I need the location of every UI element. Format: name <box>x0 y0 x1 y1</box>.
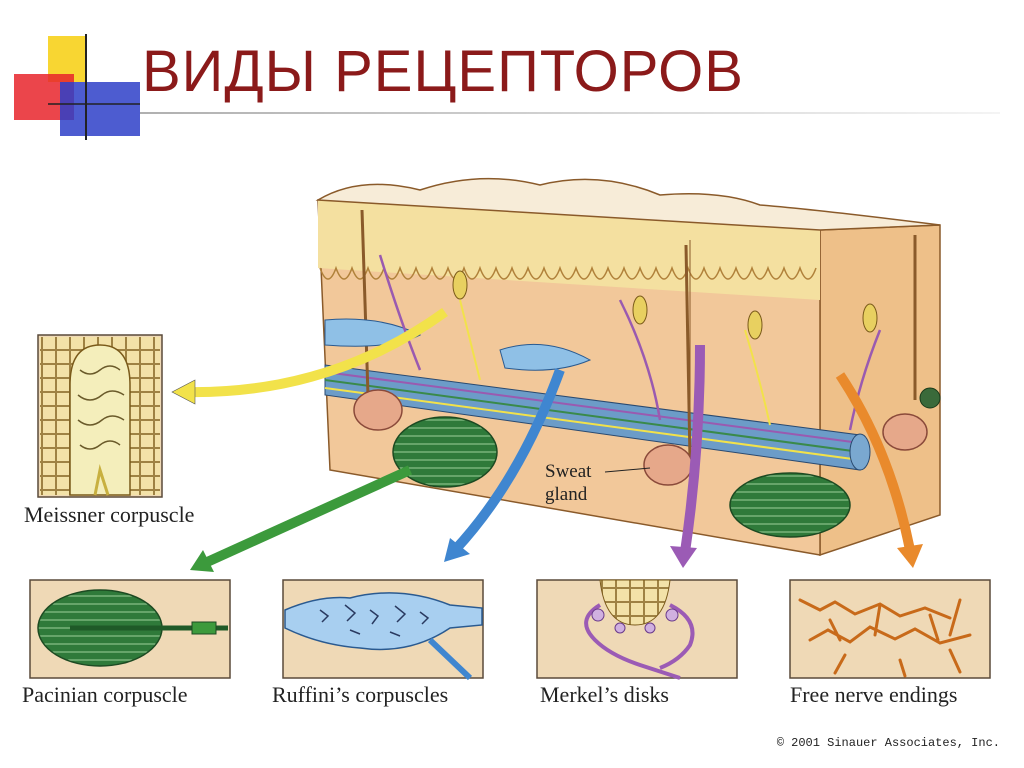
free-endings-arrow-head <box>897 544 923 568</box>
sweat-gland-label-2: gland <box>545 484 588 505</box>
ruffini-caption: Ruffini’s corpuscles <box>272 682 449 707</box>
meissner-arrow-head <box>171 379 196 405</box>
meissner-arrow <box>184 307 448 398</box>
copyright-notice: © 2001 Sinauer Associates, Inc. <box>776 736 1000 750</box>
pacinian-in-skin <box>392 416 498 488</box>
merkel-inset <box>536 579 738 680</box>
title-divider <box>140 112 1000 114</box>
free-endings-caption: Free nerve endings <box>790 682 958 707</box>
ruffini-arrow-head <box>444 538 470 562</box>
meissner-caption: Meissner corpuscle <box>24 502 195 527</box>
pacinian-arrow <box>202 465 413 568</box>
sweat-gland-label-1: Sweat <box>545 461 592 482</box>
merkel-caption: Merkel’s disks <box>540 682 669 707</box>
skin-surface <box>315 177 941 231</box>
dermal-papillae <box>319 265 817 280</box>
skin-block: Sweat gland <box>315 177 941 557</box>
pacinian-caption: Pacinian corpuscle <box>22 682 188 707</box>
merkel-arrow-head <box>670 546 697 568</box>
free-endings-inset <box>789 579 991 679</box>
merkel-arrow <box>680 344 705 553</box>
page-title: ВИДЫ РЕЦЕПТОРОВ <box>142 39 744 104</box>
pacinian-inset <box>29 579 231 679</box>
pacinian-arrow-head <box>190 550 214 572</box>
free-endings-arrow <box>835 372 915 551</box>
meissner-inset <box>37 334 163 498</box>
sweat-gland <box>353 389 403 431</box>
ruffini-arrow <box>451 368 565 554</box>
epidermis-layer <box>318 200 820 300</box>
title-decoration <box>14 34 140 140</box>
ruffini-inset <box>282 579 484 681</box>
